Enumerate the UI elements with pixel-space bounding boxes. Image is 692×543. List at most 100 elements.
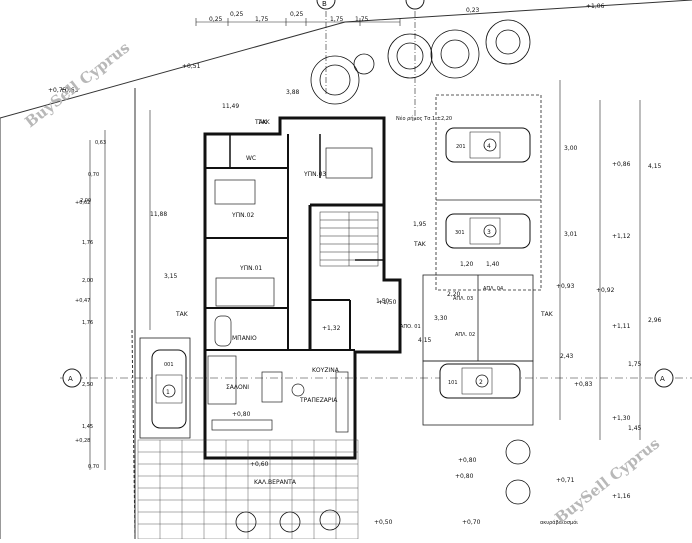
room-label-bathroom: ΜΠΑΝΙΟ: [232, 335, 257, 342]
room-label-wc-lower: ΤΑΚ: [257, 119, 271, 126]
dim-right-col-3: 3,01: [564, 231, 578, 238]
dim-right-col-2: 3,00: [564, 145, 578, 152]
veranda-paving: [137, 439, 359, 540]
axis-b-label: B: [322, 0, 327, 8]
dim-top-3: 0,25: [290, 11, 304, 18]
house-walls: [203, 116, 402, 460]
dim-bottom-2: +0,80: [455, 473, 474, 480]
dim-upper-left-1: +0,63: [60, 87, 79, 94]
room-labels: ΥΠΝ.03 ΥΠΝ.02 ΥΠΝ.01 ΜΠΑΝΙΟ ΣΑΛΟΝΙ ΚΟΥΖΙ…: [226, 119, 340, 486]
right-dimension-labels: 4,15 3,00 3,01 2,96 1,75 1,45 +1,06 +0,8…: [556, 3, 662, 500]
label-tak-4: ΤΑΚ: [254, 119, 268, 126]
dim-level-6: +1,11: [612, 323, 631, 330]
room-label-wc: WC: [246, 155, 256, 162]
cars: 4 201 3 301 2 101 1 001: [151, 127, 531, 429]
dim-mid-8: 4,15: [418, 337, 432, 344]
dim-left-1: 11,49: [222, 103, 239, 110]
svg-text:+0,62: +0,62: [75, 200, 90, 206]
dim-level-10: +1,16: [612, 493, 631, 500]
dim-level-7: +0,83: [574, 381, 593, 388]
label-stair-area: ΑΠΟ. 01: [400, 324, 421, 330]
room-label-salon: ΣΑΛΟΝΙ: [226, 384, 249, 391]
dim-bottom-1: +0,60: [250, 461, 269, 468]
dim-top-5: 0,25: [209, 16, 223, 23]
watermark-top-left: BuySell Cyprus: [21, 38, 133, 131]
car-2-tag: 101: [448, 380, 458, 386]
left-dimension-chain: [89, 110, 151, 470]
dim-right-col-4: 2,96: [648, 317, 662, 324]
dim-right-col-6: 1,45: [628, 425, 642, 432]
dim-level-4: +0,93: [556, 283, 575, 290]
svg-text:2,00: 2,00: [80, 198, 91, 204]
label-storage-note: Νέο ρήμος Τσ.1 ±2,20: [396, 115, 452, 122]
room-label-kitchen: ΚΟΥΖΙΝΑ: [312, 367, 340, 374]
dim-bath-level: +1,32: [322, 325, 341, 332]
dim-salon-level: +0,80: [232, 411, 251, 418]
svg-text:1,45: 1,45: [82, 424, 93, 430]
car-2-number: 2: [479, 379, 483, 386]
staircase: [319, 211, 379, 267]
car-2: 2 101: [439, 363, 521, 399]
left-dimension-labels: +0,63 +0,51 +0,75 11,49 3,88 11,88 3,15: [48, 63, 300, 280]
svg-text:2,50: 2,50: [82, 382, 93, 388]
shrubs: [235, 439, 531, 533]
parking-area: [139, 94, 542, 439]
dim-bottom-4: +0,70: [462, 519, 481, 526]
car-3-number: 3: [487, 229, 491, 236]
dim-bottom-3: +0,50: [374, 519, 393, 526]
dim-level-3: +1,12: [612, 233, 631, 240]
top-dimension-labels: 0,25 1,75 0,25 1,75 0,25 1,75 0,23: [209, 7, 480, 23]
dim-top-2: 1,75: [255, 16, 269, 23]
room-label-veranda: ΚΑΛ.ΒΕΡΑΝΤΑ: [254, 479, 297, 486]
left-column-marks: 0,63 0,70 2,00 1,76 2,00 1,76 2,50 1,45 …: [75, 140, 106, 470]
svg-text:+0,28: +0,28: [75, 438, 90, 444]
car-3: 3 301: [445, 213, 531, 249]
label-apo-02: ΑΠΛ. 02: [455, 332, 475, 338]
dim-mid-4: 1,50: [376, 298, 390, 305]
label-apo-03: ΑΠΛ. 03: [453, 296, 473, 302]
dim-kitchen-level: +0,80: [458, 457, 477, 464]
dim-top-4: 1,75: [355, 16, 369, 23]
furniture: [207, 147, 373, 433]
svg-text:0,70: 0,70: [88, 464, 99, 470]
tak-labels: ΤΑΚ ΤΑΚ ΤΑΚ ΤΑΚ Νέο ρήμος Τσ.1 ±2,20: [175, 115, 554, 318]
dim-right-col-5: 1,75: [628, 361, 642, 368]
trees: [310, 19, 531, 105]
svg-text:+0,47: +0,47: [75, 298, 90, 304]
car-1: 1 001: [151, 349, 187, 429]
right-dimension-chain: [559, 80, 641, 440]
svg-text:1,76: 1,76: [82, 320, 93, 326]
dim-mid-2: 1,20: [460, 261, 474, 268]
room-label-bedroom-3: ΥΠΝ.03: [303, 171, 326, 178]
car-1-number: 1: [166, 389, 170, 396]
svg-text:0,63: 0,63: [95, 140, 106, 146]
svg-text:1,76: 1,76: [82, 240, 93, 246]
dim-level-8: +1,30: [612, 415, 631, 422]
room-label-bedroom-1: ΥΠΝ.01: [239, 265, 262, 272]
dim-level-2: +0,86: [612, 161, 631, 168]
room-label-dining: ΤΡΑΠΕΖΑΡΙΑ: [299, 397, 338, 404]
dim-mid-1: 1,95: [413, 221, 427, 228]
svg-text:0,70: 0,70: [88, 172, 99, 178]
bottom-level-labels: +0,60 +0,80 +0,50 +0,70: [250, 461, 481, 526]
car-4-number: 4: [487, 143, 491, 150]
dim-mid-5: 2,20: [447, 291, 461, 298]
dim-top-7: 0,23: [466, 7, 480, 14]
dim-level-9: +0,71: [556, 477, 575, 484]
label-tak-3: ΤΑΚ: [540, 311, 554, 318]
dim-mid-7: 2,43: [560, 353, 574, 360]
dim-left-4: 3,15: [164, 273, 178, 280]
interior-dimensions: 1,95 1,20 1,40 1,50 2,20 3,30 2,43 4,15 …: [232, 221, 574, 464]
dim-upper-left-3: +0,75: [48, 87, 67, 94]
top-dimension-line: [195, 0, 416, 120]
axis-marker-a-right: A: [654, 368, 674, 388]
room-label-bedroom-2: ΥΠΝ.02: [231, 212, 254, 219]
dim-level-5: +0,92: [596, 287, 615, 294]
axis-marker-b: B: [316, 0, 425, 10]
label-garden-note: ακυράβαιοσμόι: [540, 519, 578, 526]
dim-level-1: +1,06: [586, 3, 605, 10]
storage-labels: ΑΠΟ. 01 ΑΠΛ. 02 ΑΠΛ. 03 ΑΠΛ. 04 ακυράβαι…: [400, 286, 578, 526]
car-1-tag: 001: [164, 362, 174, 368]
